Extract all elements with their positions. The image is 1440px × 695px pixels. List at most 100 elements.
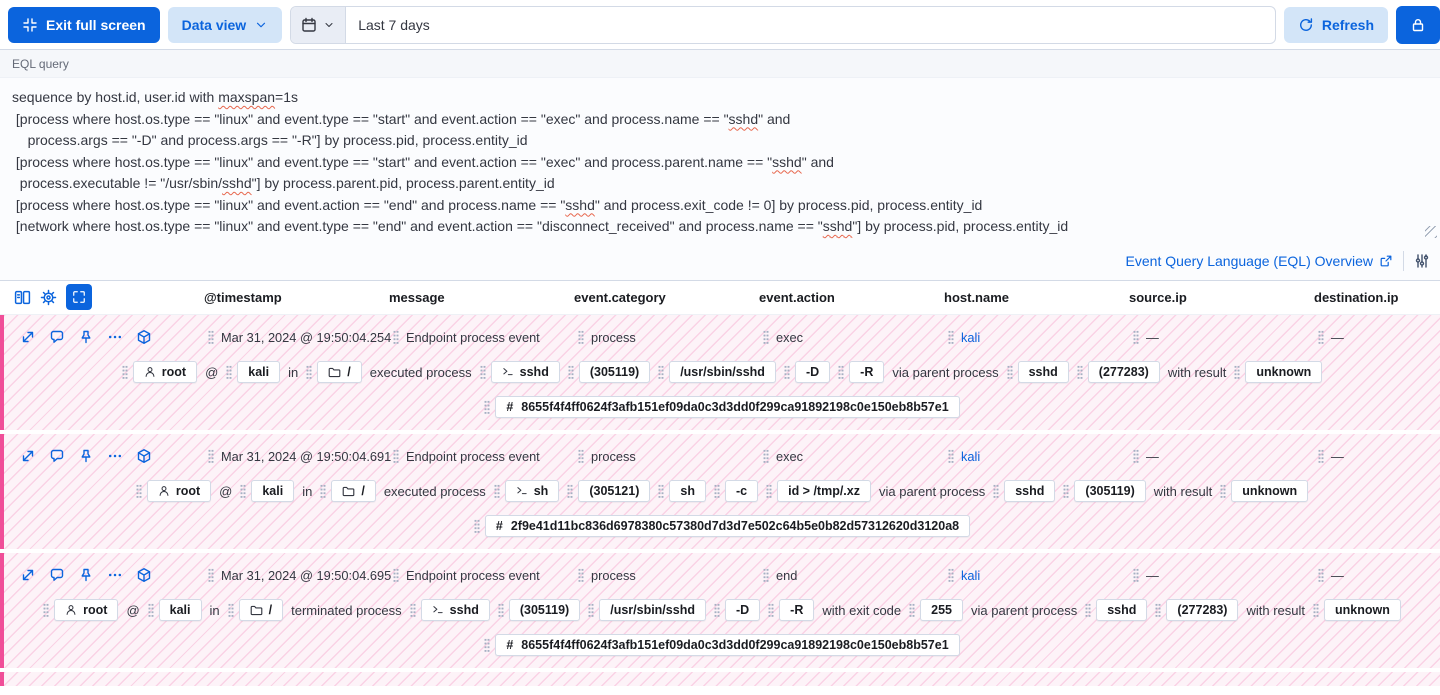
textarea-resize-handle[interactable] — [1425, 225, 1437, 238]
exit-full-screen-button[interactable]: Exit full screen — [8, 6, 160, 43]
cell-host-name-value[interactable]: kali — [961, 567, 981, 583]
drag-handle[interactable] — [1318, 329, 1324, 345]
drag-handle[interactable] — [121, 364, 128, 380]
field-badge[interactable]: root — [54, 599, 119, 621]
analyze-event-icon[interactable] — [136, 329, 152, 345]
drag-handle[interactable] — [1155, 602, 1162, 618]
drag-handle[interactable] — [783, 364, 790, 380]
drag-handle[interactable] — [567, 483, 574, 499]
fullscreen-icon[interactable] — [66, 284, 92, 310]
field-badge[interactable]: sshd — [1004, 480, 1056, 502]
drag-handle[interactable] — [763, 329, 769, 345]
drag-handle[interactable] — [484, 637, 491, 653]
gear-icon[interactable] — [40, 289, 57, 306]
sliders-icon[interactable] — [1414, 253, 1430, 269]
drag-handle[interactable] — [208, 448, 214, 464]
field-badge[interactable]: / — [331, 480, 376, 502]
analyze-event-icon[interactable] — [136, 567, 152, 583]
drag-handle[interactable] — [227, 602, 234, 618]
comment-icon[interactable] — [49, 329, 65, 345]
drag-handle[interactable] — [135, 483, 142, 499]
drag-handle[interactable] — [909, 602, 916, 618]
field-badge[interactable]: unknown — [1324, 599, 1401, 621]
columns-icon[interactable] — [14, 289, 31, 306]
process-hash-badge[interactable]: #8655f4f4ff0624f3afb151ef09da0c3d3dd0f29… — [495, 634, 960, 656]
field-badge[interactable]: /usr/sbin/sshd — [599, 599, 706, 621]
drag-handle[interactable] — [1133, 567, 1139, 583]
more-actions-icon[interactable] — [107, 448, 123, 464]
drag-handle[interactable] — [658, 483, 665, 499]
drag-handle[interactable] — [306, 364, 313, 380]
field-badge[interactable]: (305119) — [508, 599, 581, 621]
drag-handle[interactable] — [473, 518, 480, 534]
field-badge[interactable]: sshd — [1017, 361, 1069, 383]
column-header-hostname[interactable]: host.name — [944, 289, 1010, 305]
column-header-eventaction[interactable]: event.action — [759, 289, 835, 305]
field-badge[interactable]: -R — [849, 361, 885, 383]
field-badge[interactable]: sh — [669, 480, 706, 502]
drag-handle[interactable] — [993, 483, 1000, 499]
eql-overview-link[interactable]: Event Query Language (EQL) Overview — [1126, 253, 1393, 269]
drag-handle[interactable] — [1318, 567, 1324, 583]
field-badge[interactable]: / — [317, 361, 362, 383]
drag-handle[interactable] — [147, 602, 154, 618]
field-badge[interactable]: root — [146, 480, 212, 502]
drag-handle[interactable] — [766, 483, 773, 499]
drag-handle[interactable] — [948, 448, 954, 464]
drag-handle[interactable] — [948, 567, 954, 583]
drag-handle[interactable] — [578, 329, 584, 345]
drag-handle[interactable] — [393, 448, 399, 464]
drag-handle[interactable] — [43, 602, 50, 618]
lock-button[interactable] — [1396, 5, 1440, 44]
drag-handle[interactable] — [713, 602, 720, 618]
process-hash-badge[interactable]: #2f9e41d11bc836d6978380c57380d7d3d7e502c… — [484, 515, 971, 537]
field-badge[interactable]: -D — [724, 599, 761, 621]
analyze-event-icon[interactable] — [136, 448, 152, 464]
drag-handle[interactable] — [658, 364, 665, 380]
eql-query-text[interactable]: sequence by host.id, user.id with maxspa… — [0, 78, 1440, 242]
field-badge[interactable]: (277283) — [1166, 599, 1239, 621]
drag-handle[interactable] — [578, 567, 584, 583]
field-badge[interactable]: sshd — [1096, 599, 1148, 621]
drag-handle[interactable] — [497, 602, 504, 618]
column-header-destinationip[interactable]: destination.ip — [1314, 289, 1399, 305]
expand-icon[interactable] — [20, 448, 36, 464]
drag-handle[interactable] — [1063, 483, 1070, 499]
field-badge[interactable]: 255 — [920, 599, 963, 621]
field-badge[interactable]: /usr/sbin/sshd — [669, 361, 776, 383]
drag-handle[interactable] — [240, 483, 247, 499]
cell-host-name-value[interactable]: kali — [961, 448, 981, 464]
column-header-message[interactable]: message — [389, 289, 445, 305]
field-badge[interactable]: root — [132, 361, 198, 383]
drag-handle[interactable] — [838, 364, 845, 380]
field-badge[interactable]: kali — [158, 599, 202, 621]
field-badge[interactable]: unknown — [1245, 361, 1323, 383]
comment-icon[interactable] — [49, 567, 65, 583]
drag-handle[interactable] — [768, 602, 775, 618]
date-picker-calendar-button[interactable] — [291, 6, 347, 43]
field-badge[interactable]: -c — [724, 480, 759, 502]
drag-handle[interactable] — [409, 602, 416, 618]
drag-handle[interactable] — [1133, 448, 1139, 464]
field-badge[interactable]: sh — [504, 480, 560, 502]
field-badge[interactable]: kali — [237, 361, 281, 383]
pin-icon[interactable] — [78, 567, 94, 583]
drag-handle[interactable] — [763, 448, 769, 464]
drag-handle[interactable] — [1006, 364, 1013, 380]
drag-handle[interactable] — [948, 329, 954, 345]
drag-handle[interactable] — [226, 364, 233, 380]
drag-handle[interactable] — [484, 399, 491, 415]
drag-handle[interactable] — [208, 567, 214, 583]
more-actions-icon[interactable] — [107, 567, 123, 583]
drag-handle[interactable] — [479, 364, 486, 380]
drag-handle[interactable] — [578, 448, 584, 464]
field-badge[interactable]: sshd — [490, 361, 560, 383]
drag-handle[interactable] — [588, 602, 595, 618]
drag-handle[interactable] — [208, 329, 214, 345]
field-badge[interactable]: (305119) — [578, 361, 651, 383]
column-header-sourceip[interactable]: source.ip — [1129, 289, 1187, 305]
field-badge[interactable]: (305119) — [1074, 480, 1146, 502]
drag-handle[interactable] — [567, 364, 574, 380]
process-hash-badge[interactable]: #8655f4f4ff0624f3afb151ef09da0c3d3dd0f29… — [495, 396, 960, 418]
field-badge[interactable]: unknown — [1231, 480, 1309, 502]
